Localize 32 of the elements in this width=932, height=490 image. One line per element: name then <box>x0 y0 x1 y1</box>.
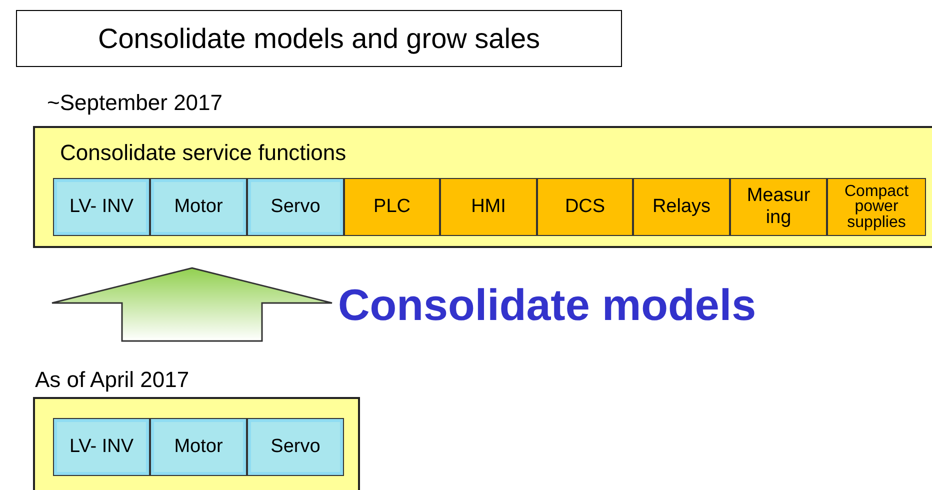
category-cell <box>150 178 247 236</box>
cell-text: LV- INV <box>69 196 134 218</box>
cell-text: Motor <box>174 436 223 458</box>
cell-text: Motor <box>174 196 223 218</box>
category-cell <box>53 418 150 476</box>
cell-text: Relays <box>652 196 711 218</box>
cell-text: Compact power supplies <box>843 184 910 230</box>
category-cell <box>150 418 247 476</box>
date-label: As of April 2017 <box>35 366 190 394</box>
category-cell <box>730 178 827 236</box>
block-arrow <box>51 267 333 342</box>
cell-text: LV- INV <box>69 436 134 458</box>
category-cell <box>344 178 440 236</box>
cell-text: HMI <box>471 196 506 218</box>
category-cell <box>247 178 344 236</box>
cell-text: DCS <box>564 196 606 218</box>
cell-text: Servo <box>270 196 320 218</box>
category-cell <box>633 178 730 236</box>
title-box: Consolidate models and grow sales <box>16 10 622 67</box>
cell-text: PLC <box>374 196 410 218</box>
category-cell <box>440 178 537 236</box>
category-cell <box>537 178 633 236</box>
category-cell <box>827 178 926 236</box>
category-cell <box>53 178 150 236</box>
panel-heading: Consolidate service functions <box>60 139 346 167</box>
panel <box>33 126 932 248</box>
cell-text: Servo <box>270 436 320 458</box>
date-label: ~September 2017 <box>47 89 223 117</box>
cell-text: Measur ing <box>746 185 812 229</box>
category-cell <box>247 418 344 476</box>
edge-label: Consolidate models <box>338 284 756 328</box>
panel <box>33 397 360 490</box>
